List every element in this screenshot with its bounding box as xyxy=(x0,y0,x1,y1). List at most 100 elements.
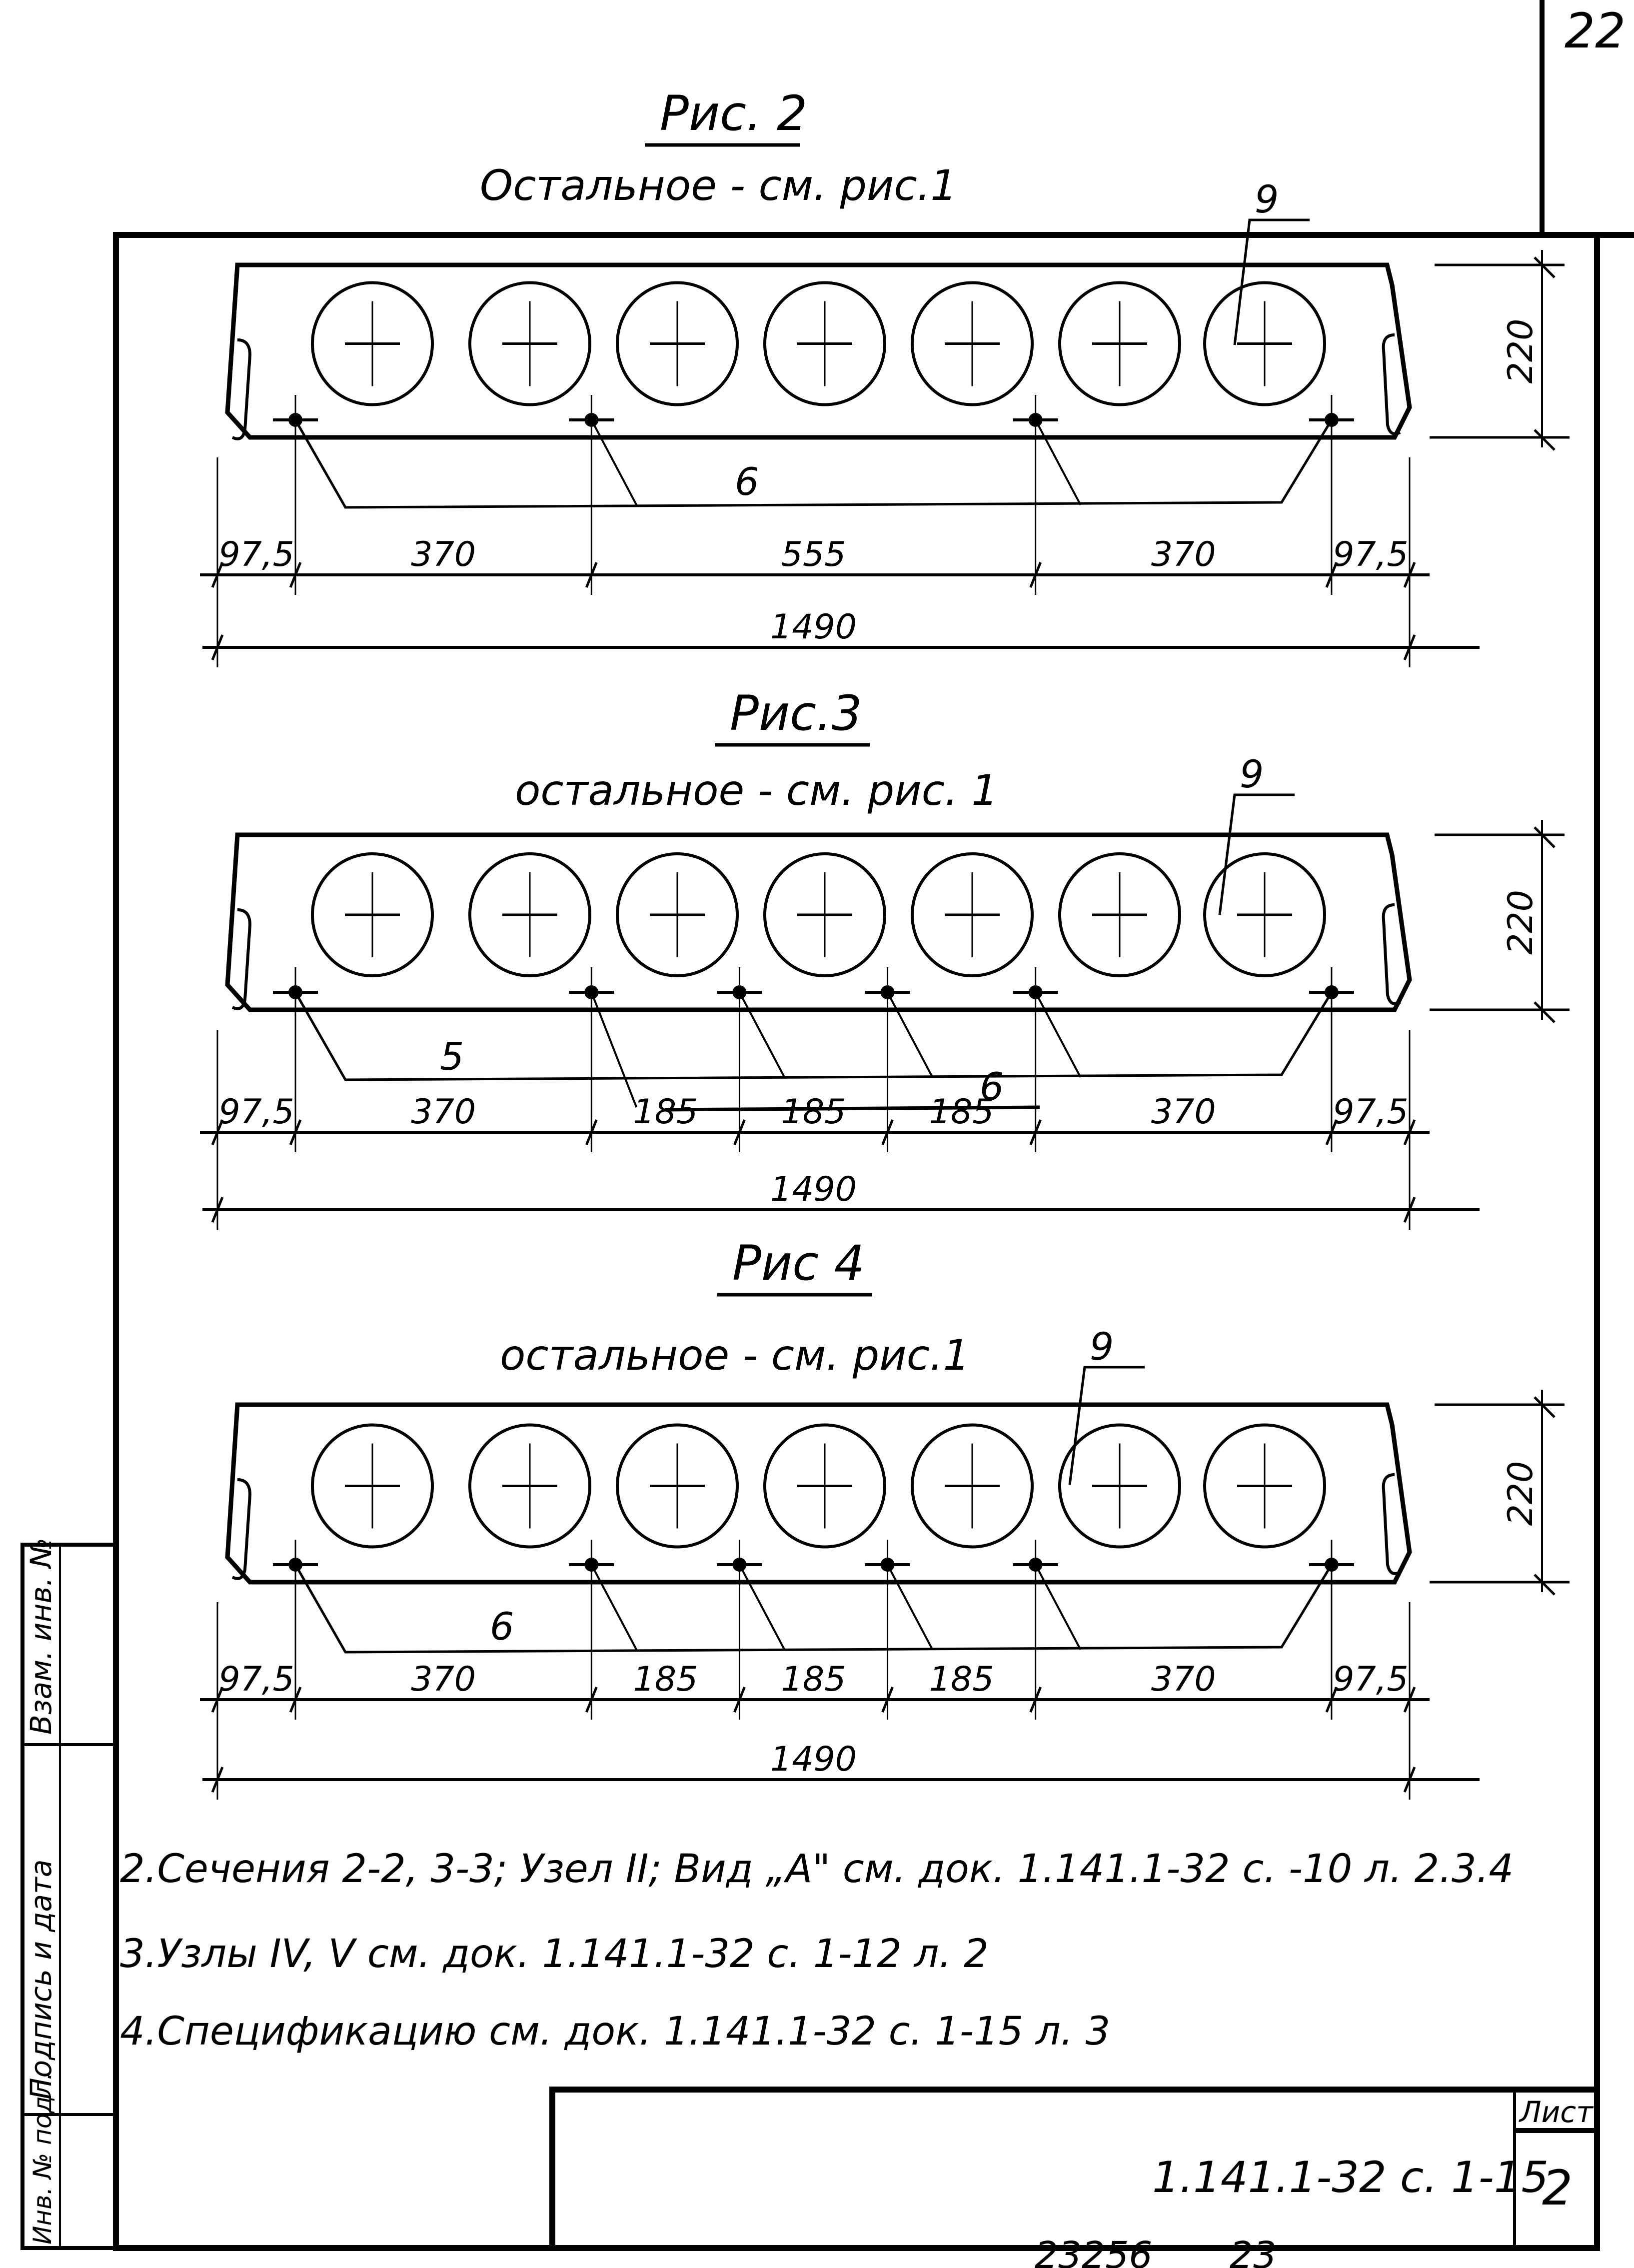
hollow-core-hole xyxy=(468,281,591,406)
hollow-core-hole xyxy=(616,852,739,977)
callout-leader-branch xyxy=(590,1564,638,1650)
height-dimension-label: 220 xyxy=(1501,319,1541,384)
document-designation: 1.141.1-32 с. 1-15 xyxy=(1152,2153,1549,2203)
dimension-tick xyxy=(585,562,598,588)
dimension-tick xyxy=(1325,1687,1338,1713)
figure-title: Рис 4 xyxy=(732,1235,865,1291)
slab-outline xyxy=(225,1402,1412,1585)
note-2: 2.Сечения 2-2, 3-3; Узел II; Вид „А" см.… xyxy=(120,1847,1514,1892)
hollow-core-hole xyxy=(763,281,886,406)
callout-leader-branch xyxy=(1034,419,1082,505)
stamp-replaced-inv: Взам. инв. № xyxy=(24,1538,58,1735)
callout-leader-branch xyxy=(886,1564,934,1650)
hollow-core-hole xyxy=(911,852,1034,977)
hollow-core-hole xyxy=(468,1423,591,1549)
callout-leader xyxy=(294,1564,1333,1654)
dimension-tick xyxy=(1325,562,1338,588)
note-4: 4.Спецификацию см. док. 1.141.1-32 с. 1-… xyxy=(120,2009,1110,2054)
callout-leader xyxy=(294,991,1333,1081)
dimension-tick xyxy=(1534,826,1556,848)
slab-outline xyxy=(225,262,1412,440)
dimension-tick xyxy=(1403,562,1416,588)
hollow-core-hole xyxy=(1058,852,1181,977)
hollow-core-hole xyxy=(311,1423,434,1549)
hollow-core-hole xyxy=(311,852,434,977)
dimension-label: 370 xyxy=(1151,1092,1216,1132)
dimension-label: 185 xyxy=(633,1660,698,1699)
sheet-corner-number: 22 xyxy=(1565,3,1626,59)
hollow-core-hole xyxy=(911,1423,1034,1549)
dimension-label: 370 xyxy=(411,1092,476,1132)
dimension-tick xyxy=(1403,634,1416,660)
callout-6-label: 6 xyxy=(980,1064,1004,1109)
slab-end-key-right xyxy=(1382,1473,1401,1575)
callout-6-shelf xyxy=(664,1105,1040,1112)
footer-page-number: 23 xyxy=(1230,2234,1277,2268)
dimension-tick xyxy=(1029,1119,1042,1145)
callout-leader-branch xyxy=(590,992,638,1108)
callout-leader-branch xyxy=(886,992,934,1078)
figure-subtitle: Остальное - см. рис.1 xyxy=(480,161,957,210)
dimension-tick xyxy=(1534,1574,1556,1596)
dimension-tick xyxy=(733,1687,746,1713)
dimension-tick xyxy=(733,1119,746,1145)
sheet-label: Лист xyxy=(1519,2095,1594,2129)
dimension-label: 185 xyxy=(929,1092,994,1132)
dimension-label: 97,5 xyxy=(218,535,294,574)
dimension-tick xyxy=(1534,429,1556,451)
hollow-core-hole xyxy=(763,1423,886,1549)
hollow-core-hole xyxy=(1058,281,1181,406)
dimension-label: 370 xyxy=(411,535,476,574)
hollow-core-hole xyxy=(468,852,591,977)
dimension-tick xyxy=(1029,1687,1042,1713)
height-dimension-label: 220 xyxy=(1501,890,1541,955)
figure-title: Рис. 2 xyxy=(660,85,807,141)
dimension-tick xyxy=(211,1767,224,1793)
callout-leader-branch xyxy=(1034,1564,1082,1650)
figure-subtitle: остальное - см. рис.1 xyxy=(500,1331,970,1380)
height-dimension-label: 220 xyxy=(1501,1461,1541,1526)
dimension-tick xyxy=(881,1687,894,1713)
hollow-core-hole xyxy=(911,281,1034,406)
dimension-tick xyxy=(1403,1119,1416,1145)
dimension-tick xyxy=(1534,256,1556,278)
hollow-core-hole xyxy=(1203,1423,1326,1549)
slab-end-key-right xyxy=(1382,903,1401,1005)
callout-9-label: 9 xyxy=(1090,1324,1114,1369)
callout-leader-branch xyxy=(738,1564,786,1650)
dimension-tick xyxy=(1534,1001,1556,1023)
hollow-core-hole xyxy=(1203,852,1326,977)
dimension-label: 97,5 xyxy=(1333,1092,1408,1132)
dimension-tick xyxy=(211,1119,224,1145)
dimension-label: 97,5 xyxy=(218,1092,294,1132)
callout-leader-branch xyxy=(590,419,638,505)
total-dimension-label: 1490 xyxy=(770,1740,857,1779)
dimension-label: 185 xyxy=(781,1092,846,1132)
figure-title: Рис.3 xyxy=(730,685,862,741)
hollow-core-hole xyxy=(1058,1423,1181,1549)
callout-leader-branch xyxy=(1034,992,1082,1078)
dimension-tick xyxy=(211,1197,224,1223)
order-number: 23256 xyxy=(1035,2234,1152,2268)
dimension-tick xyxy=(881,1119,894,1145)
callout-5-label: 5 xyxy=(440,1034,464,1079)
callout-9-label: 9 xyxy=(1255,177,1279,221)
dimension-tick xyxy=(211,1687,224,1713)
dimension-tick xyxy=(1403,1197,1416,1223)
dimension-tick xyxy=(1403,1767,1416,1793)
slab-outline xyxy=(225,832,1412,1012)
dimension-tick xyxy=(289,1687,302,1713)
dimension-label: 370 xyxy=(1151,535,1216,574)
slab-end-key-left xyxy=(231,1478,252,1580)
total-dimension-label: 1490 xyxy=(770,607,857,647)
total-dimension-label: 1490 xyxy=(770,1170,857,1209)
hollow-core-hole xyxy=(1203,281,1326,406)
hollow-core-hole xyxy=(311,281,434,406)
dimension-tick xyxy=(289,562,302,588)
dimension-label: 97,5 xyxy=(1333,1660,1408,1699)
dimension-tick xyxy=(1534,1396,1556,1418)
hollow-core-hole xyxy=(616,1423,739,1549)
dimension-label: 555 xyxy=(781,535,846,574)
